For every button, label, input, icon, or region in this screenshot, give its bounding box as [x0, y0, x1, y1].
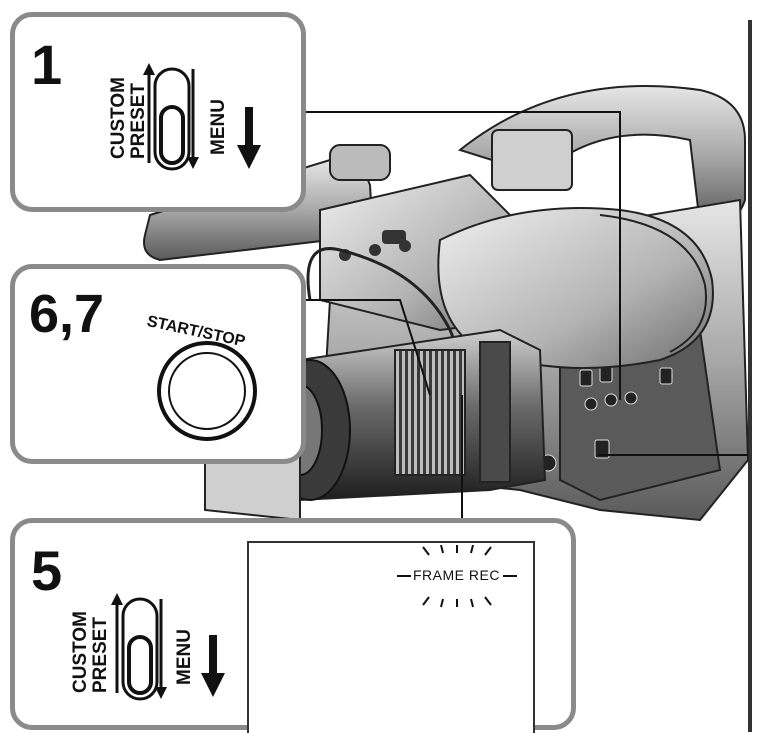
slide-switch-icon [143, 63, 199, 171]
step-number-1: 1 [31, 33, 63, 96]
viewfinder-screen: FRAME REC [247, 541, 535, 733]
lens-zoom-ring [394, 349, 466, 476]
switch-label-custom: CUSTOM [108, 77, 129, 159]
slide-switch-icon-5 [111, 593, 167, 701]
arrow-down-icon-5 [201, 635, 225, 697]
step-number-5: 5 [31, 539, 63, 602]
step-6-7-panel: 6,7 START/STOP [10, 264, 306, 464]
switch-label-custom-5: CUSTOM [70, 611, 91, 693]
frame-rec-indicator: FRAME REC [413, 567, 500, 583]
blink-rays-icon [397, 545, 517, 608]
step-number-6-7: 6,7 [29, 284, 105, 344]
page-edge-line [748, 20, 752, 732]
switch-label-menu-5: MENU [174, 629, 195, 685]
step-5-panel: 5 CUSTOM PRESET MENU [10, 518, 576, 733]
switch-label-menu: MENU [208, 99, 229, 155]
camera-handle [457, 85, 746, 227]
callout-lines [300, 111, 748, 520]
step-1-panel: 1 CUSTOM PRESET MENU [10, 12, 306, 212]
arrow-down-icon [237, 107, 261, 169]
switch-label-preset-5: PRESET [90, 616, 111, 693]
start-stop-button-icon [157, 341, 257, 441]
